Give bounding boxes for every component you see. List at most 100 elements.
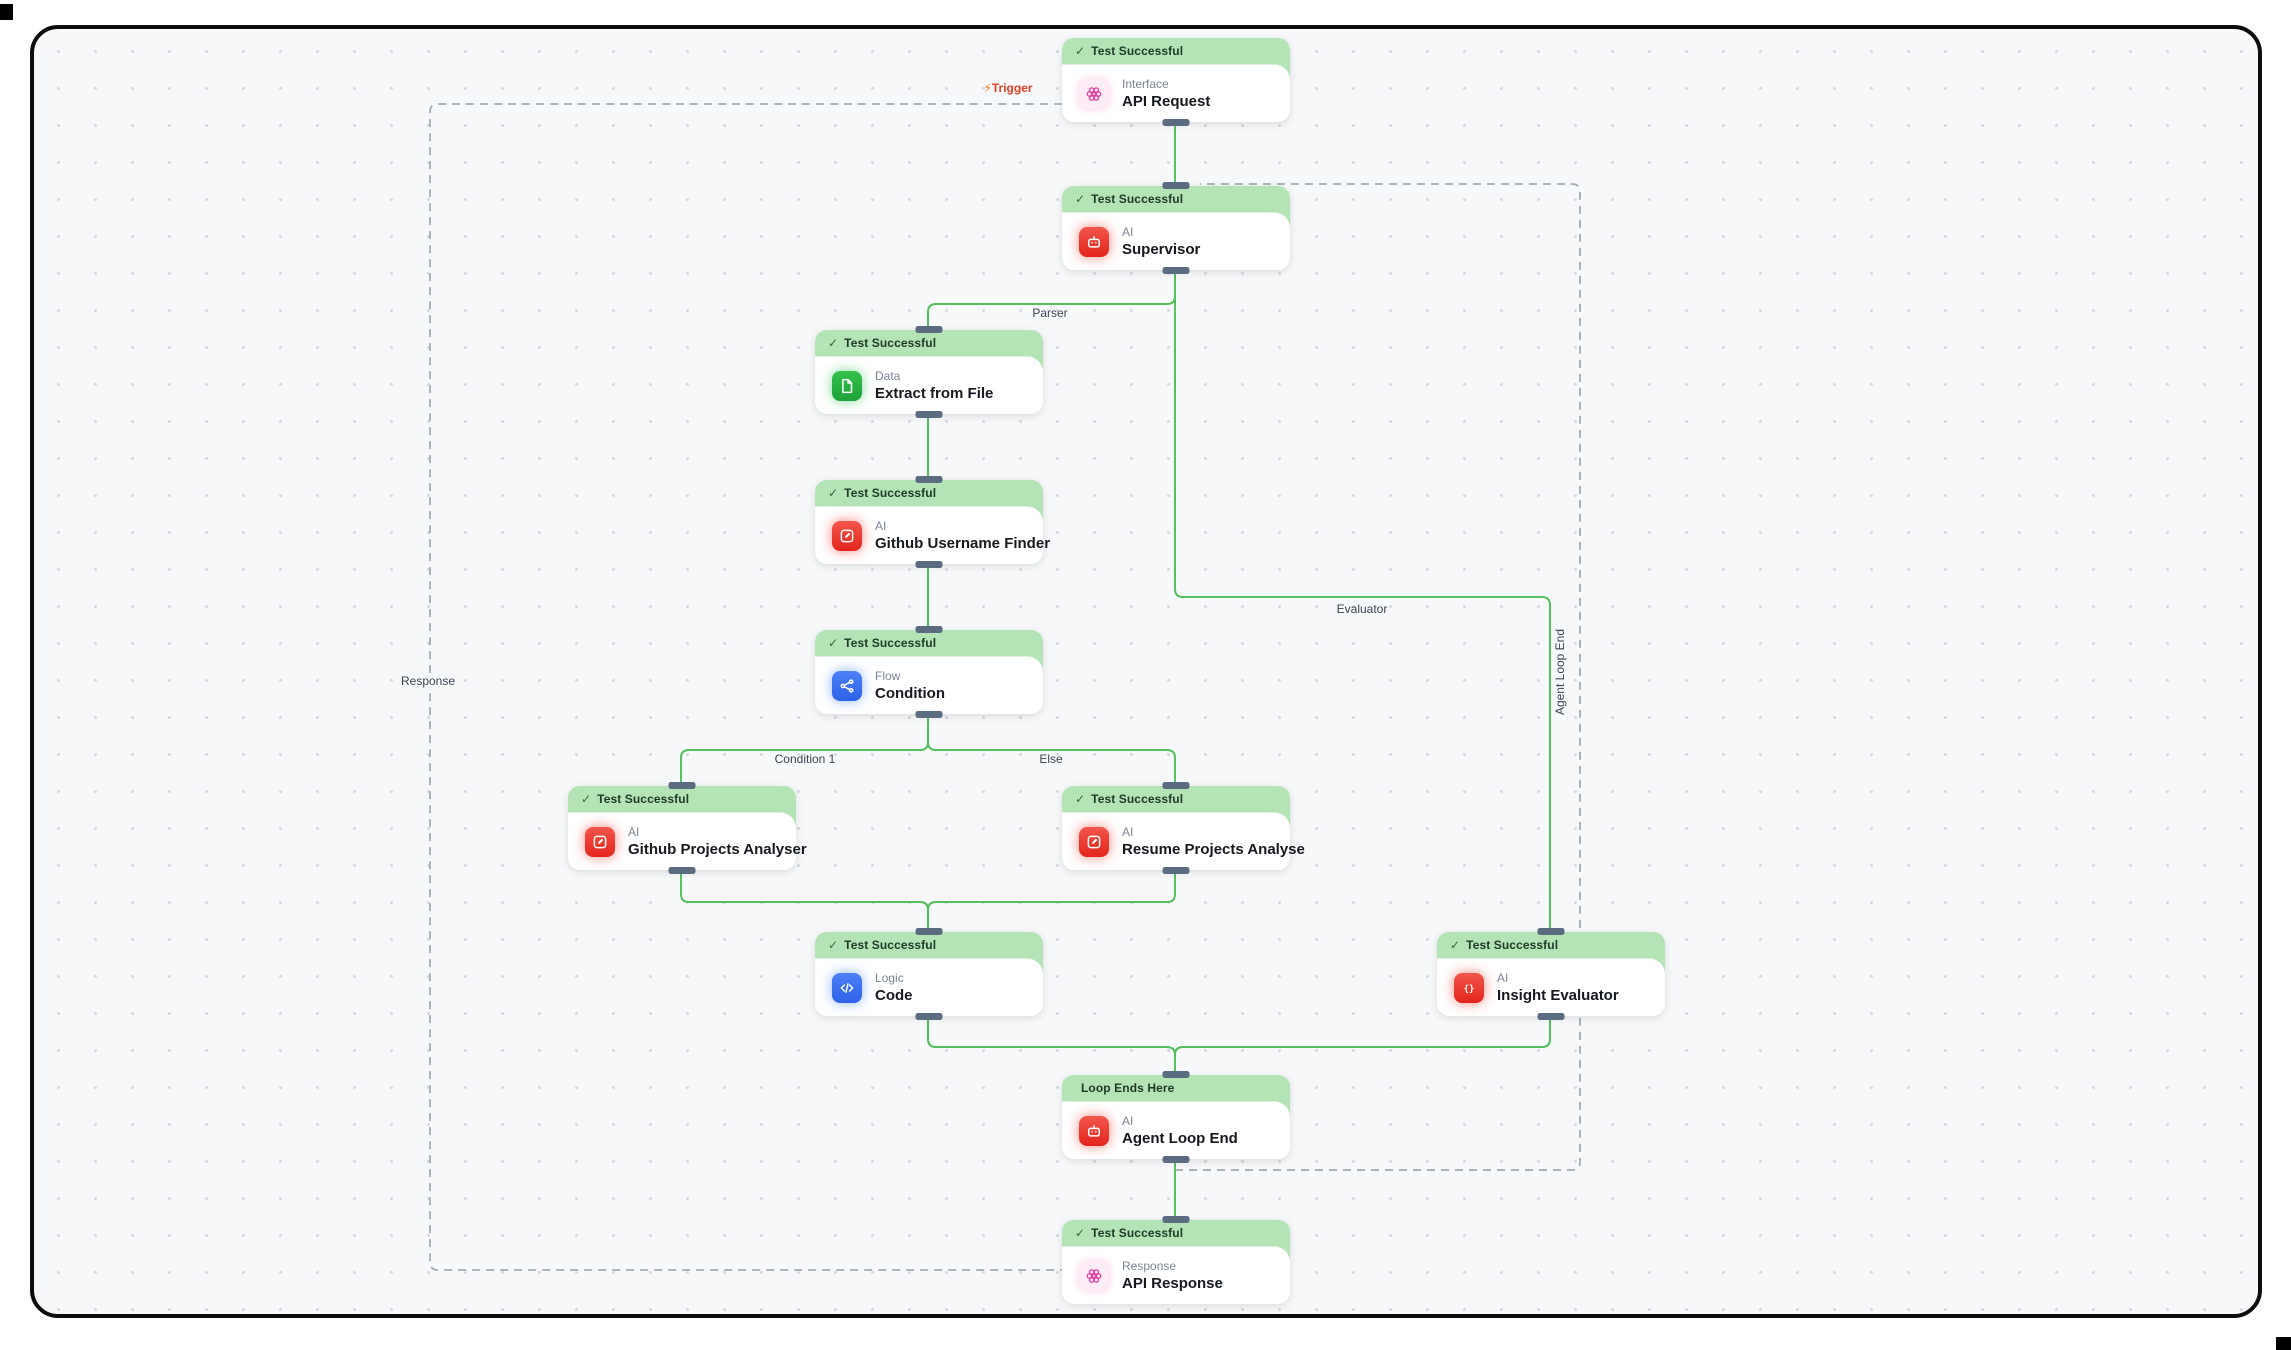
badge-label: Test Successful [1091,792,1184,806]
edge-label-condition-1: Condition 1 [774,752,836,766]
badge-label: Test Successful [844,636,937,650]
badge-label: Test Successful [1091,1226,1184,1240]
robot-icon [1079,226,1109,257]
edge-code-loopend[interactable] [927,1016,1176,1075]
output-handle[interactable] [1162,867,1190,874]
status-badge: ✓ Test Successful [1062,1220,1290,1246]
output-handle[interactable] [1162,267,1190,274]
output-handle[interactable] [1162,1156,1190,1163]
status-badge: ✓Test Successful [1062,786,1290,812]
badge-label: Test Successful [844,486,937,500]
node-title: Resume Projects Analyse [1122,841,1305,858]
output-handle[interactable] [915,711,943,718]
badge-label: Test Successful [1091,192,1184,206]
input-handle[interactable] [915,626,943,633]
node-category: AI [1122,1114,1134,1128]
edge-label-parser: Parser [1032,306,1068,320]
share-icon [832,670,862,701]
badge-label: Test Successful [844,938,937,952]
output-handle[interactable] [915,561,943,568]
input-handle[interactable] [1537,928,1565,935]
badge-label: Test Successful [1466,938,1559,952]
status-badge: ✓ Test Successful [1062,186,1290,212]
node-category: Response [1122,1259,1177,1273]
edit-file-icon [585,826,615,857]
lightning-icon: ⚡ [983,81,992,95]
node-title: API Response [1122,1275,1223,1292]
edge-supervisor-extract[interactable] [927,270,1176,330]
node-category: Data [875,369,901,383]
node-category: AI [1497,971,1509,985]
node-title: Supervisor [1122,241,1201,258]
edge-label-agent-loop-end: Agent Loop End [1552,624,1568,720]
edge-label-trigger: ⚡Trigger [983,81,1033,95]
edge-condition-true[interactable] [680,714,929,786]
badge-label: Test Successful [844,336,937,350]
edit-file-icon [1079,826,1109,857]
status-badge: ✓ Test Successful [815,630,1043,656]
input-handle[interactable] [915,928,943,935]
code-icon [832,972,862,1003]
check-icon: ✓ [581,792,592,806]
node-title: Github Projects Analyser [628,841,807,858]
status-badge: Loop Ends Here [1062,1075,1290,1101]
edge-label-response: Response [396,673,460,689]
check-icon: ✓ [828,336,839,350]
node-supervisor[interactable]: ✓ Test Successful AI Supervisor [1062,182,1290,274]
edit-file-icon [832,520,862,551]
input-handle[interactable] [915,476,943,483]
output-handle[interactable] [1162,119,1190,126]
badge-label: Loop Ends Here [1081,1081,1175,1095]
status-badge: ✓ Test Successful [815,932,1043,958]
api-flower-icon [1079,1260,1109,1291]
file-icon [832,370,862,401]
edge-analyser-code[interactable] [680,870,929,932]
node-resume-projects-analyse[interactable]: ✓Test Successful AI Resume Projects Analy… [1062,782,1305,874]
check-icon: ✓ [1075,192,1086,206]
status-badge: ✓ Test Successful [1437,932,1665,958]
screen-corner-artifact [2276,1337,2291,1350]
edge-insight-loopend[interactable] [1174,1016,1551,1075]
robot-icon [1079,1115,1109,1146]
node-category: Interface [1122,77,1169,91]
node-category: AI [1122,825,1134,839]
node-category: AI [1122,225,1134,239]
edge-agent-loop[interactable] [1175,183,1581,1171]
status-badge: ✓ Test Successful [815,330,1043,356]
node-title: Github Username Finder [875,535,1051,552]
input-handle[interactable] [1162,182,1190,189]
api-flower-icon [1079,78,1109,109]
node-category: Flow [875,669,901,683]
output-handle[interactable] [915,411,943,418]
check-icon: ✓ [1075,1226,1086,1240]
check-icon: ✓ [828,938,839,952]
input-handle[interactable] [668,782,696,789]
node-category: AI [875,519,887,533]
input-handle[interactable] [915,326,943,333]
edge-resume-code[interactable] [927,870,1176,932]
node-title: Extract from File [875,385,994,402]
edge-supervisor-insight[interactable] [1174,270,1551,932]
input-handle[interactable] [1162,1216,1190,1223]
input-handle[interactable] [1162,1071,1190,1078]
edge-condition-else[interactable] [927,714,1176,786]
check-icon: ✓ [1450,938,1461,952]
svg-text:{}: {} [1464,984,1475,994]
output-handle[interactable] [1537,1013,1565,1020]
output-handle[interactable] [915,1013,943,1020]
output-handle[interactable] [668,867,696,874]
input-handle[interactable] [1162,782,1190,789]
edge-label-else: Else [1039,752,1063,766]
node-category: Logic [875,971,904,985]
check-icon: ✓ [828,636,839,650]
